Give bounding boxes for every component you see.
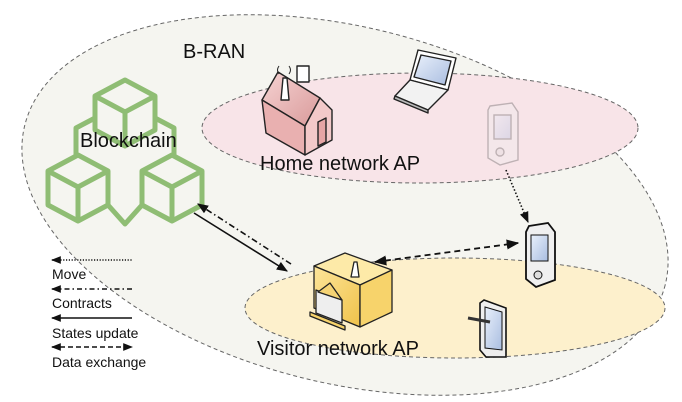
tablet-with-stylus-icon xyxy=(467,299,507,358)
visitor-network-label: Visitor network AP xyxy=(257,338,419,360)
legend-label-states-update: States update xyxy=(52,325,139,341)
bran-label: B-RAN xyxy=(183,41,245,63)
house-with-antenna-icon xyxy=(261,65,333,156)
bank-building-with-antenna-icon xyxy=(309,252,393,331)
legend-label-data-exchange: Data exchange xyxy=(52,354,146,370)
edge-contracts xyxy=(197,203,292,265)
pda-icon xyxy=(525,222,556,289)
pda-faded-icon xyxy=(487,102,519,166)
edge-states-update xyxy=(193,212,288,272)
edge-data-exchange xyxy=(373,239,520,266)
legend-label-move: Move xyxy=(52,266,86,282)
blockchain-cubes-icon xyxy=(45,77,205,227)
edge-move xyxy=(505,169,529,224)
legend: Move Contracts States update Data exchan… xyxy=(51,256,146,370)
legend-label-contracts: Contracts xyxy=(52,295,112,311)
blockchain-label: Blockchain xyxy=(80,130,177,152)
home-network-label: Home network AP xyxy=(260,153,420,175)
laptop-icon xyxy=(393,49,457,114)
